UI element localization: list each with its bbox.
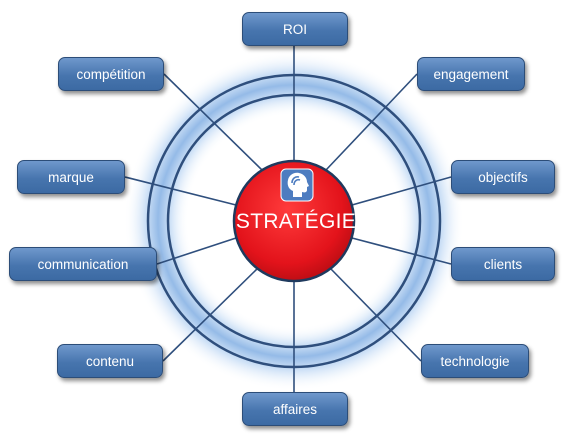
- head-profile-icon: [280, 168, 314, 202]
- connector-communication: [156, 237, 237, 265]
- node-engagement[interactable]: engagement: [417, 57, 525, 91]
- node-objectifs[interactable]: objectifs: [451, 160, 555, 194]
- node-contenu[interactable]: contenu: [57, 344, 163, 378]
- node-competition[interactable]: compétition: [58, 57, 164, 91]
- connector-engagement: [325, 73, 418, 171]
- node-marque[interactable]: marque: [17, 160, 125, 194]
- connector-lines: [124, 46, 452, 392]
- node-clients[interactable]: clients: [451, 247, 555, 281]
- node-communication[interactable]: communication: [9, 247, 157, 281]
- center-circle: [232, 159, 356, 283]
- node-roi[interactable]: ROI: [242, 12, 348, 46]
- connector-technologie: [329, 267, 422, 362]
- connector-marque: [124, 176, 237, 206]
- node-affaires[interactable]: affaires: [242, 392, 348, 426]
- center-label: STRATÉGIE: [235, 210, 357, 233]
- connector-competition: [163, 73, 263, 171]
- connector-objectifs: [351, 176, 452, 206]
- connector-contenu: [162, 267, 259, 362]
- node-technologie[interactable]: technologie: [421, 344, 529, 378]
- connector-clients: [351, 237, 452, 265]
